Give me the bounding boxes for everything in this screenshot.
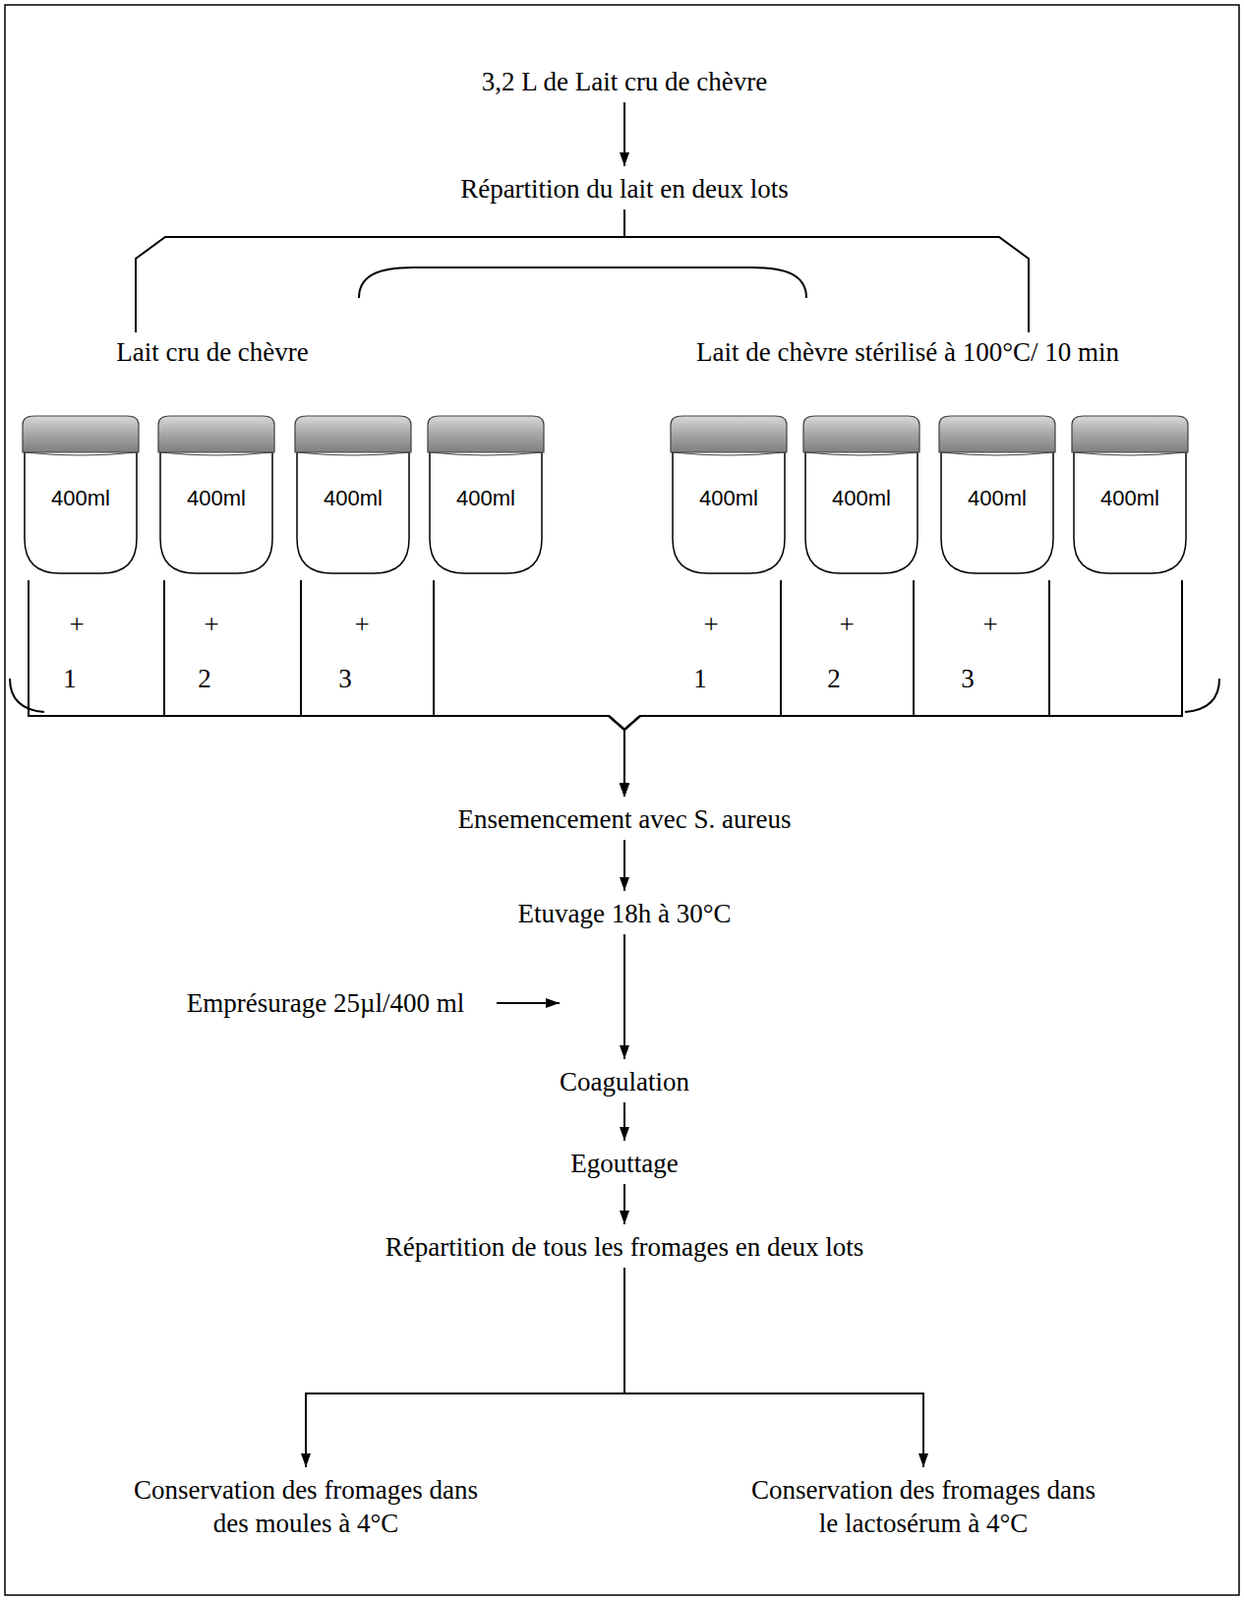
step-text: 400ml [156, 413, 277, 512]
callout-number: 3 [338, 662, 353, 695]
process-step: Egouttage [570, 1146, 678, 1181]
flow-arrow [305, 1267, 625, 1468]
process-step: Répartition du lait en deux lots [460, 172, 789, 206]
step-text: Répartition du lait en deux lots [460, 172, 789, 206]
step-text: Egouttage [570, 1146, 678, 1181]
callout-number: 3 [960, 662, 975, 695]
step-text: Lait de chèvre stérilisé à 100°C/ 10 min [696, 335, 1120, 369]
milk-jar: 400ml [1069, 413, 1190, 577]
step-text: 400ml [293, 413, 414, 512]
outer-frame [4, 4, 1240, 1596]
process-step: Répartition de tous les fromages en deux… [385, 1230, 865, 1264]
step-note: Emprésurage 25µl/400 ml [186, 987, 466, 1019]
step-text: 400ml [801, 413, 922, 512]
process-step: Coagulation [559, 1065, 690, 1099]
milk-jar: 400ml [668, 413, 789, 577]
flow-arrow [623, 839, 626, 891]
process-step: Lait cru de chèvre [116, 335, 309, 369]
milk-jar: 400ml [937, 413, 1058, 577]
callout-number: 1 [62, 662, 77, 695]
flow-arrow [28, 580, 625, 797]
step-text: 3,2 L de Lait cru de chèvre [481, 64, 769, 99]
milk-jar: 400ml [801, 413, 922, 577]
milk-jar: 400ml [156, 413, 277, 577]
step-text: Etuvage 18h à 30°C [517, 896, 731, 931]
flow-arrow [300, 580, 625, 797]
step-text: 400ml [1069, 413, 1190, 512]
step-text: 400ml [937, 413, 1058, 512]
flow-arrow [624, 580, 1183, 797]
callout-number: 2 [197, 662, 212, 695]
step-text: Répartition de tous les fromages en deux… [385, 1230, 865, 1264]
plus-sign: + [68, 608, 84, 641]
step-text: Conservation des fromages dans le lactos… [741, 1473, 1106, 1541]
process-step: Lait de chèvre stérilisé à 100°C/ 10 min [696, 335, 1120, 369]
input-arrow [496, 1002, 560, 1005]
step-text: Conservation des fromages dans des moule… [123, 1473, 488, 1541]
brace-inner [358, 267, 807, 298]
flow-arrow [624, 580, 781, 797]
flow-arrow [164, 580, 625, 797]
flow-arrow [135, 209, 625, 333]
flow-arrow [623, 1184, 626, 1225]
milk-jar: 400ml [293, 413, 414, 577]
process-step: Conservation des fromages dans le lactos… [741, 1473, 1106, 1541]
plus-sign: + [203, 608, 219, 641]
flow-arrow [624, 580, 1050, 797]
flow-arrow [433, 580, 625, 797]
step-text: 400ml [668, 413, 789, 512]
plus-sign: + [703, 608, 718, 641]
flow-arrow [623, 102, 626, 167]
plus-sign: + [354, 608, 369, 641]
flow-arrow [623, 934, 626, 1060]
process-step: Ensemencement avec S. aureus [458, 802, 792, 836]
callout-number: 1 [693, 662, 708, 695]
flow-arrow [624, 580, 914, 797]
brace-curl [1184, 678, 1220, 712]
step-text: Ensemencement avec S. aureus [458, 802, 792, 836]
flow-arrow [623, 1102, 626, 1141]
milk-jar: 400ml [425, 413, 546, 577]
step-text: Coagulation [559, 1065, 690, 1099]
step-text: 400ml [20, 413, 141, 512]
callout-number: 2 [827, 662, 841, 695]
process-step: Etuvage 18h à 30°C [517, 896, 731, 931]
flow-arrow [624, 209, 1029, 333]
plus-sign: + [838, 608, 854, 641]
process-step: 3,2 L de Lait cru de chèvre [481, 64, 769, 99]
step-text: Lait cru de chèvre [116, 335, 309, 369]
brace-curl [9, 678, 45, 712]
step-text: 400ml [425, 413, 546, 512]
flow-arrow [624, 1267, 924, 1468]
milk-jar: 400ml [20, 413, 141, 577]
process-step: Conservation des fromages dans des moule… [123, 1473, 488, 1541]
plus-sign: + [982, 608, 998, 641]
